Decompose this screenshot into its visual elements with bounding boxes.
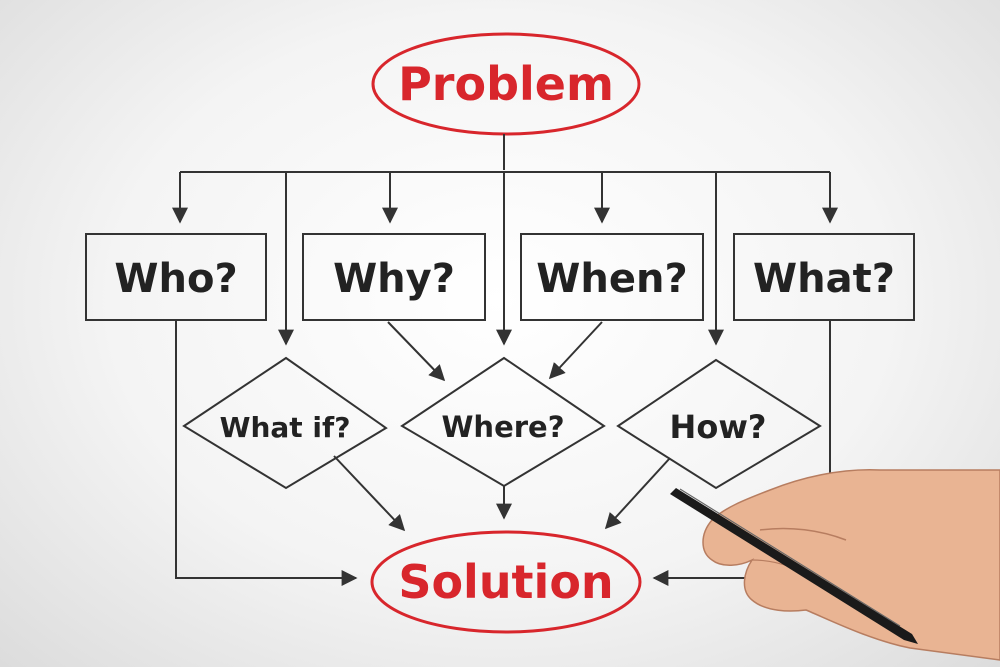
solution-ellipse — [370, 530, 642, 634]
why-label: Why? — [333, 256, 455, 302]
hand-crease — [759, 527, 847, 541]
question-box-when: When? — [520, 233, 704, 321]
problem-ellipse — [371, 32, 641, 136]
hand-shape — [702, 468, 1000, 661]
question-box-why: Why? — [302, 233, 486, 321]
how-label: How? — [670, 408, 767, 446]
what-if-diamond — [182, 356, 388, 490]
what-box — [733, 233, 915, 321]
decision-where: Where? — [400, 356, 606, 488]
pen-shape — [670, 488, 918, 644]
question-box-who: Who? — [85, 233, 267, 321]
how-diamond — [616, 358, 822, 490]
decision-how: How? — [616, 358, 822, 490]
decision-what-if: What if? — [182, 356, 388, 490]
arrow-when-to-where — [548, 321, 603, 380]
why-box — [302, 233, 486, 321]
arrow-why-to-where — [387, 321, 446, 382]
solution-node: Solution — [370, 530, 642, 634]
arrow-how-to-solution — [604, 457, 671, 530]
pen-highlight — [679, 488, 901, 627]
problem-node: Problem — [371, 32, 641, 136]
when-label: When? — [536, 256, 687, 302]
solution-label: Solution — [398, 555, 613, 609]
question-box-what: What? — [733, 233, 915, 321]
where-label: Where? — [441, 410, 564, 444]
who-label: Who? — [114, 256, 237, 302]
when-box — [520, 233, 704, 321]
arrow-what-if-to-solution — [333, 455, 406, 532]
top-connectors — [172, 134, 838, 346]
arrow-who-to-solution — [175, 320, 358, 586]
hand-with-pen-illustration — [670, 468, 1000, 661]
what-label: What? — [753, 256, 895, 302]
problem-label: Problem — [398, 57, 614, 111]
what-if-label: What if? — [220, 411, 351, 444]
